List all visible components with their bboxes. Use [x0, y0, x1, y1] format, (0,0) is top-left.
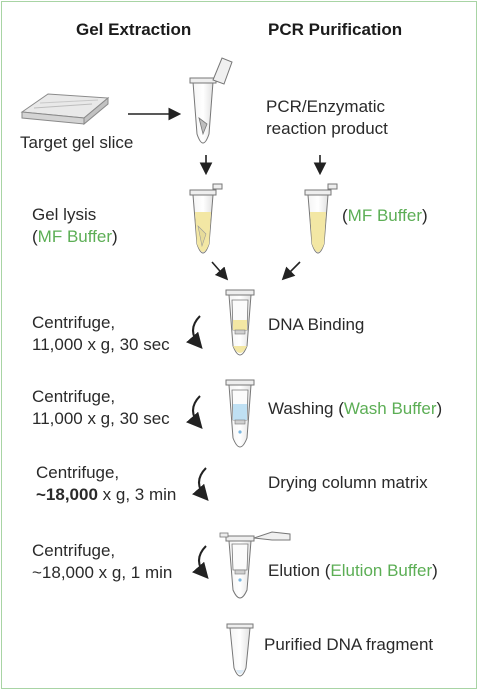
centrifuge-settings: ~18,000 x g, 1 min — [32, 563, 173, 582]
header-gel-extraction: Gel Extraction — [76, 20, 192, 39]
centrifuge-label: Centrifuge, — [32, 313, 116, 332]
purified-dna-tube-icon — [226, 623, 254, 677]
gel-slice-icon — [20, 93, 110, 126]
centrifuge-arrow-icon — [186, 315, 203, 350]
pcr-product-label-line2: reaction product — [266, 119, 388, 138]
arrow-merge-left — [211, 261, 229, 281]
centrifuge-settings: 11,000 x g, 30 sec — [32, 409, 170, 428]
pcr-buffer-label: (MF Buffer) — [342, 206, 428, 225]
centrifuge-settings: 11,000 x g, 30 sec — [32, 335, 170, 354]
gel-lysis-buffer-label: (MF Buffer) — [32, 227, 118, 246]
elution-column-icon — [219, 531, 291, 599]
open-tube-gel-icon — [189, 57, 233, 144]
centrifuge-label: Centrifuge, — [32, 541, 116, 560]
pcr-tube-icon — [304, 183, 338, 254]
step-drying-label: Drying column matrix — [268, 473, 428, 492]
target-gel-slice-label: Target gel slice — [20, 133, 134, 152]
centrifuge-label: Centrifuge, — [36, 463, 120, 482]
centrifuge-label: Centrifuge, — [32, 387, 116, 406]
centrifuge-arrow-icon — [186, 395, 203, 430]
gel-lysis-label: Gel lysis — [32, 205, 97, 224]
centrifuge-settings: ~18,000 x g, 3 min — [36, 485, 177, 504]
pcr-product-label-line1: PCR/Enzymatic — [266, 97, 386, 116]
step-washing-label: Washing (Wash Buffer) — [268, 399, 443, 418]
centrifuge-arrow-icon — [192, 467, 209, 502]
binding-column-icon — [225, 289, 255, 356]
washing-column-icon — [225, 379, 255, 448]
step-dna-binding-label: DNA Binding — [268, 315, 365, 334]
purified-dna-label: Purified DNA fragment — [264, 635, 434, 654]
gel-lysis-tube-icon — [189, 183, 223, 254]
centrifuge-arrow-icon — [192, 545, 209, 580]
step-elution-label: Elution (Elution Buffer) — [268, 561, 438, 580]
arrow-merge-right — [281, 261, 301, 281]
header-pcr-purification: PCR Purification — [268, 20, 403, 39]
